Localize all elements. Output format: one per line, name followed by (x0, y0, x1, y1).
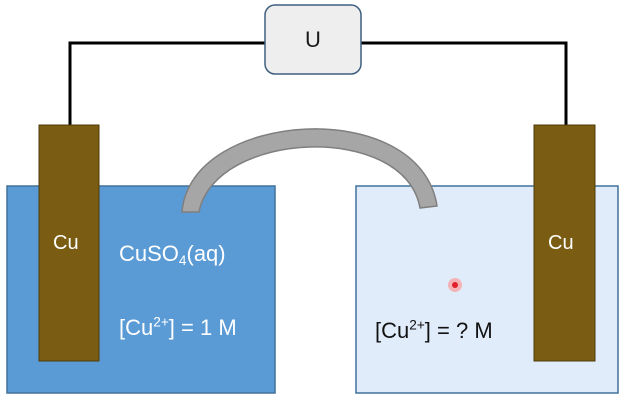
right-concentration: [Cu2+] = ? M (375, 317, 493, 343)
voltmeter-box (264, 4, 362, 75)
right-wire (360, 41, 568, 125)
left-electrode (38, 124, 100, 362)
concentration-charge: 2+ (409, 317, 425, 333)
right-electrode-label: Cu (548, 232, 574, 254)
left-concentration: [Cu2+] = 1 M (119, 314, 237, 340)
left-solution-formula: CuSO4(aq) (119, 241, 226, 268)
concentration-value: ] = ? M (424, 318, 493, 343)
formula-subscript: 4 (178, 252, 187, 268)
concentration-charge: 2+ (153, 314, 169, 330)
formula-base: CuSO (119, 241, 179, 266)
concentration-value: ] = 1 M (168, 315, 237, 340)
voltmeter-label: U (305, 27, 321, 52)
left-wire (68, 41, 265, 125)
concentration-base: [Cu (375, 318, 410, 343)
salt-bridge (181, 128, 438, 213)
formula-state: (aq) (186, 241, 226, 266)
left-electrode-label: Cu (53, 232, 79, 254)
pointer-dot (452, 282, 458, 288)
right-electrode (533, 124, 596, 362)
concentration-base: [Cu (119, 315, 154, 340)
